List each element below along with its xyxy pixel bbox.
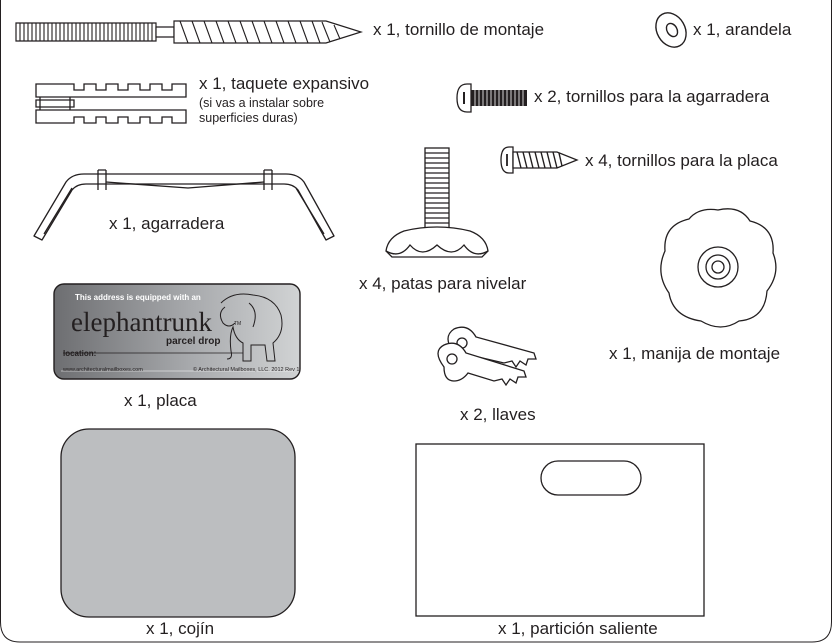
plate-subtitle: parcel drop <box>166 336 221 347</box>
handle-screw-illustration <box>456 83 527 113</box>
plate-screw-illustration <box>500 146 579 174</box>
partition-illustration <box>415 443 705 617</box>
mounting-knob-illustration <box>660 208 777 328</box>
handle-illustration <box>33 169 335 241</box>
address-plate-illustration: This address is equipped with an elephan… <box>53 283 301 380</box>
mounting-screw-illustration <box>15 20 364 44</box>
plate-copyright: © Architectural Mailboxes, LLC. 2012 Rev… <box>193 367 300 373</box>
mounting-knob-label: x 1, manija de montaje <box>609 344 781 363</box>
plate-tagline: This address is equipped with an <box>75 293 201 302</box>
keys-illustration <box>437 326 537 387</box>
anchor-illustration <box>35 83 187 124</box>
plate-trademark: TM <box>234 321 242 327</box>
washer-illustration <box>655 12 687 48</box>
plate-screws-label: x 4, tornillos para la placa <box>585 151 778 170</box>
anchor-note-line1: (si vas a instalar sobre <box>199 96 325 110</box>
plate-website: www.architecturalmailboxes.com <box>63 367 143 373</box>
anchor-label: x 1, taquete expansivo <box>199 74 370 93</box>
cushion-label: x 1, cojín <box>146 619 215 638</box>
leveling-foot-illustration <box>385 147 489 258</box>
partition-label: x 1, partición saliente <box>498 619 658 638</box>
washer-label: x 1, arandela <box>693 20 792 39</box>
plate-brand: elephantrunk <box>71 307 212 337</box>
leveling-feet-label: x 4, patas para nivelar <box>359 274 527 293</box>
handle-screws-label: x 2, tornillos para la agarradera <box>534 87 770 106</box>
anchor-note-line2: superficies duras) <box>199 111 298 125</box>
mounting-screw-label: x 1, tornillo de montaje <box>373 20 545 39</box>
handle-label: x 1, agarradera <box>109 214 225 233</box>
keys-label: x 2, llaves <box>460 405 536 424</box>
plate-label: x 1, placa <box>124 391 197 410</box>
plate-location-field: location: <box>63 349 97 358</box>
cushion-illustration <box>60 428 296 618</box>
